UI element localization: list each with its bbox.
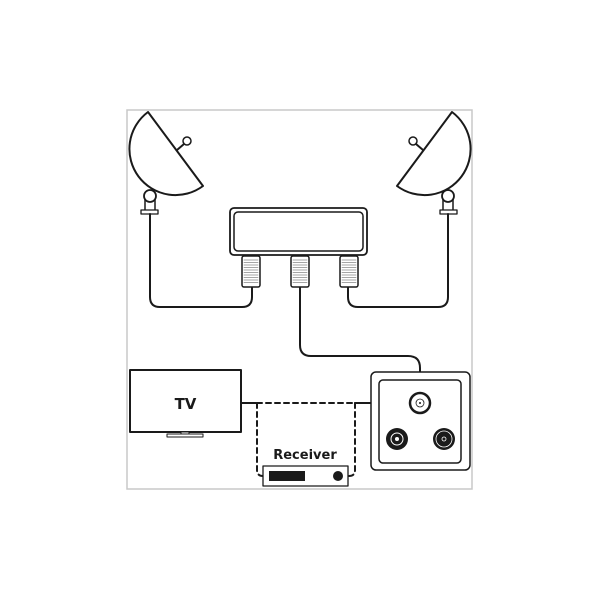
socket-sat-port bbox=[408, 391, 432, 415]
splitter-port-left bbox=[241, 255, 261, 288]
wall-socket bbox=[370, 371, 471, 471]
cable-right-dish bbox=[347, 213, 449, 308]
dashed-cable-via-receiver-right bbox=[348, 402, 356, 477]
satellite-dish-left bbox=[128, 111, 204, 215]
socket-radio-port bbox=[433, 428, 455, 450]
receiver-knob bbox=[333, 471, 343, 481]
satellite-dish-right bbox=[396, 111, 472, 215]
splitter bbox=[229, 207, 368, 288]
tv bbox=[129, 369, 242, 438]
splitter-port-right bbox=[339, 255, 359, 288]
frame bbox=[126, 109, 473, 490]
cable-splitter-to-socket bbox=[299, 286, 421, 374]
cable-left-dish bbox=[149, 213, 253, 308]
tv-label: TV bbox=[175, 395, 197, 413]
receiver-label: Receiver bbox=[273, 448, 337, 463]
receiver-display bbox=[269, 471, 305, 481]
splitter-port-middle bbox=[290, 255, 310, 288]
receiver bbox=[262, 465, 349, 487]
socket-tv-port bbox=[386, 428, 408, 450]
dashed-cable-via-receiver-left bbox=[256, 402, 264, 477]
